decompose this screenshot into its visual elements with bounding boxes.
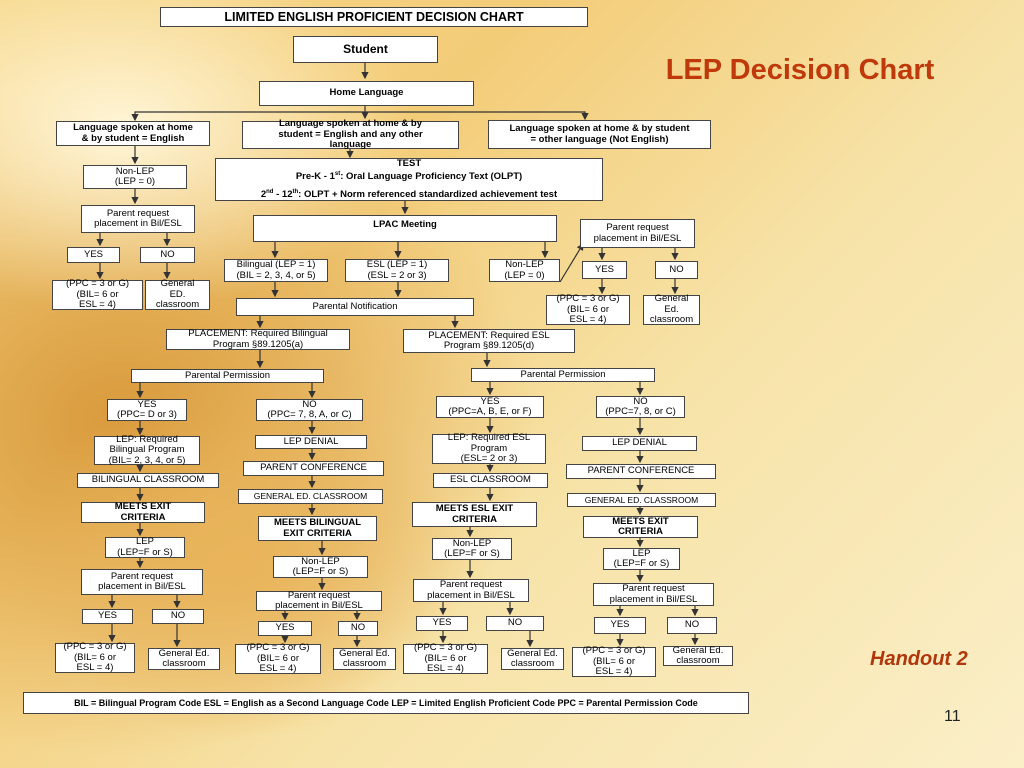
no-c2-node: NO	[338, 621, 378, 636]
page-number: 11	[944, 708, 961, 725]
home-language-node: Home Language	[259, 81, 474, 106]
slide-title: LEP Decision Chart	[665, 54, 935, 86]
no-c4-node: NO	[667, 617, 717, 634]
nonlep-mid-node: Non-LEP(LEP = 0)	[489, 259, 560, 282]
no-right-node: NO	[655, 261, 698, 279]
nonlep-fs-right-node: Non-LEP(LEP=F or S)	[432, 538, 512, 560]
lep-fs-right-node: LEP(LEP=F or S)	[603, 548, 680, 570]
lep-denial-right-node: LEP DENIAL	[582, 436, 697, 451]
general-ed-classroom-right-node: GENERAL ED. CLASSROOM	[567, 493, 716, 507]
bil-yes-node: YES(PPC= D or 3)	[107, 399, 187, 421]
esl-yes-node: YES(PPC=A, B, E, or F)	[436, 396, 544, 418]
lep-denial-left-node: LEP DENIAL	[255, 435, 367, 449]
esl-lep-node: ESL (LEP = 1)(ESL = 2 or 3)	[345, 259, 449, 282]
general-ed-classroom-left-node: GENERAL ED. CLASSROOM	[238, 489, 383, 504]
esl-no-node: NO(PPC=7, 8, or C)	[596, 396, 685, 418]
parental-notification-node: Parental Notification	[236, 298, 474, 316]
no-left-node: NO	[140, 247, 195, 263]
bilingual-lep-node: Bilingual (LEP = 1)(BIL = 2, 3, 4, or 5)	[224, 259, 328, 282]
general-ed-c4-node: General Ed.classroom	[663, 645, 733, 666]
yes-c1-node: YES	[82, 609, 133, 624]
nonlep-left-node: Non-LEP(LEP = 0)	[83, 165, 187, 189]
lep-fs-left-node: LEP(LEP=F or S)	[105, 536, 185, 558]
yes-left-node: YES	[67, 247, 120, 263]
student-node: Student	[293, 36, 438, 63]
lang-other-node: Language spoken at home & by student= ot…	[488, 120, 711, 149]
legend-box: BIL = Bilingual Program Code ESL = Engli…	[23, 692, 749, 714]
yes-right-node: YES	[582, 261, 627, 279]
bil-no-node: NO(PPC= 7, 8, A, or C)	[256, 399, 363, 421]
yes-c2-node: YES	[258, 621, 312, 636]
esl-classroom-node: ESL CLASSROOM	[433, 473, 548, 488]
yes-c4-node: YES	[594, 617, 646, 634]
lpac-meeting-node: LPAC Meeting	[253, 215, 557, 242]
document-title: LIMITED ENGLISH PROFICIENT DECISION CHAR…	[160, 7, 588, 27]
parental-permission-bil-node: Parental Permission	[131, 369, 324, 383]
lang-english-node: Language spoken at home& by student = En…	[56, 121, 210, 146]
parental-permission-esl-node: Parental Permission	[471, 368, 655, 382]
yes-c3-node: YES	[416, 616, 468, 631]
no-c3-node: NO	[486, 616, 544, 631]
general-ed-c1-node: General Ed.classroom	[148, 648, 220, 670]
general-ed-c2-node: General Ed.classroom	[333, 648, 396, 670]
general-ed-c3-node: General Ed.classroom	[501, 648, 564, 670]
parent-conference-right-node: PARENT CONFERENCE	[566, 464, 716, 479]
parent-conference-left-node: PARENT CONFERENCE	[243, 461, 384, 476]
bilingual-classroom-node: BILINGUAL CLASSROOM	[77, 473, 219, 488]
no-c1-node: NO	[152, 609, 204, 624]
nonlep-fs-left-node: Non-LEP(LEP=F or S)	[273, 556, 368, 578]
test-node: TEST Pre-K - 1st: Oral Language Proficie…	[215, 158, 603, 201]
handout-label: Handout 2	[870, 648, 968, 670]
